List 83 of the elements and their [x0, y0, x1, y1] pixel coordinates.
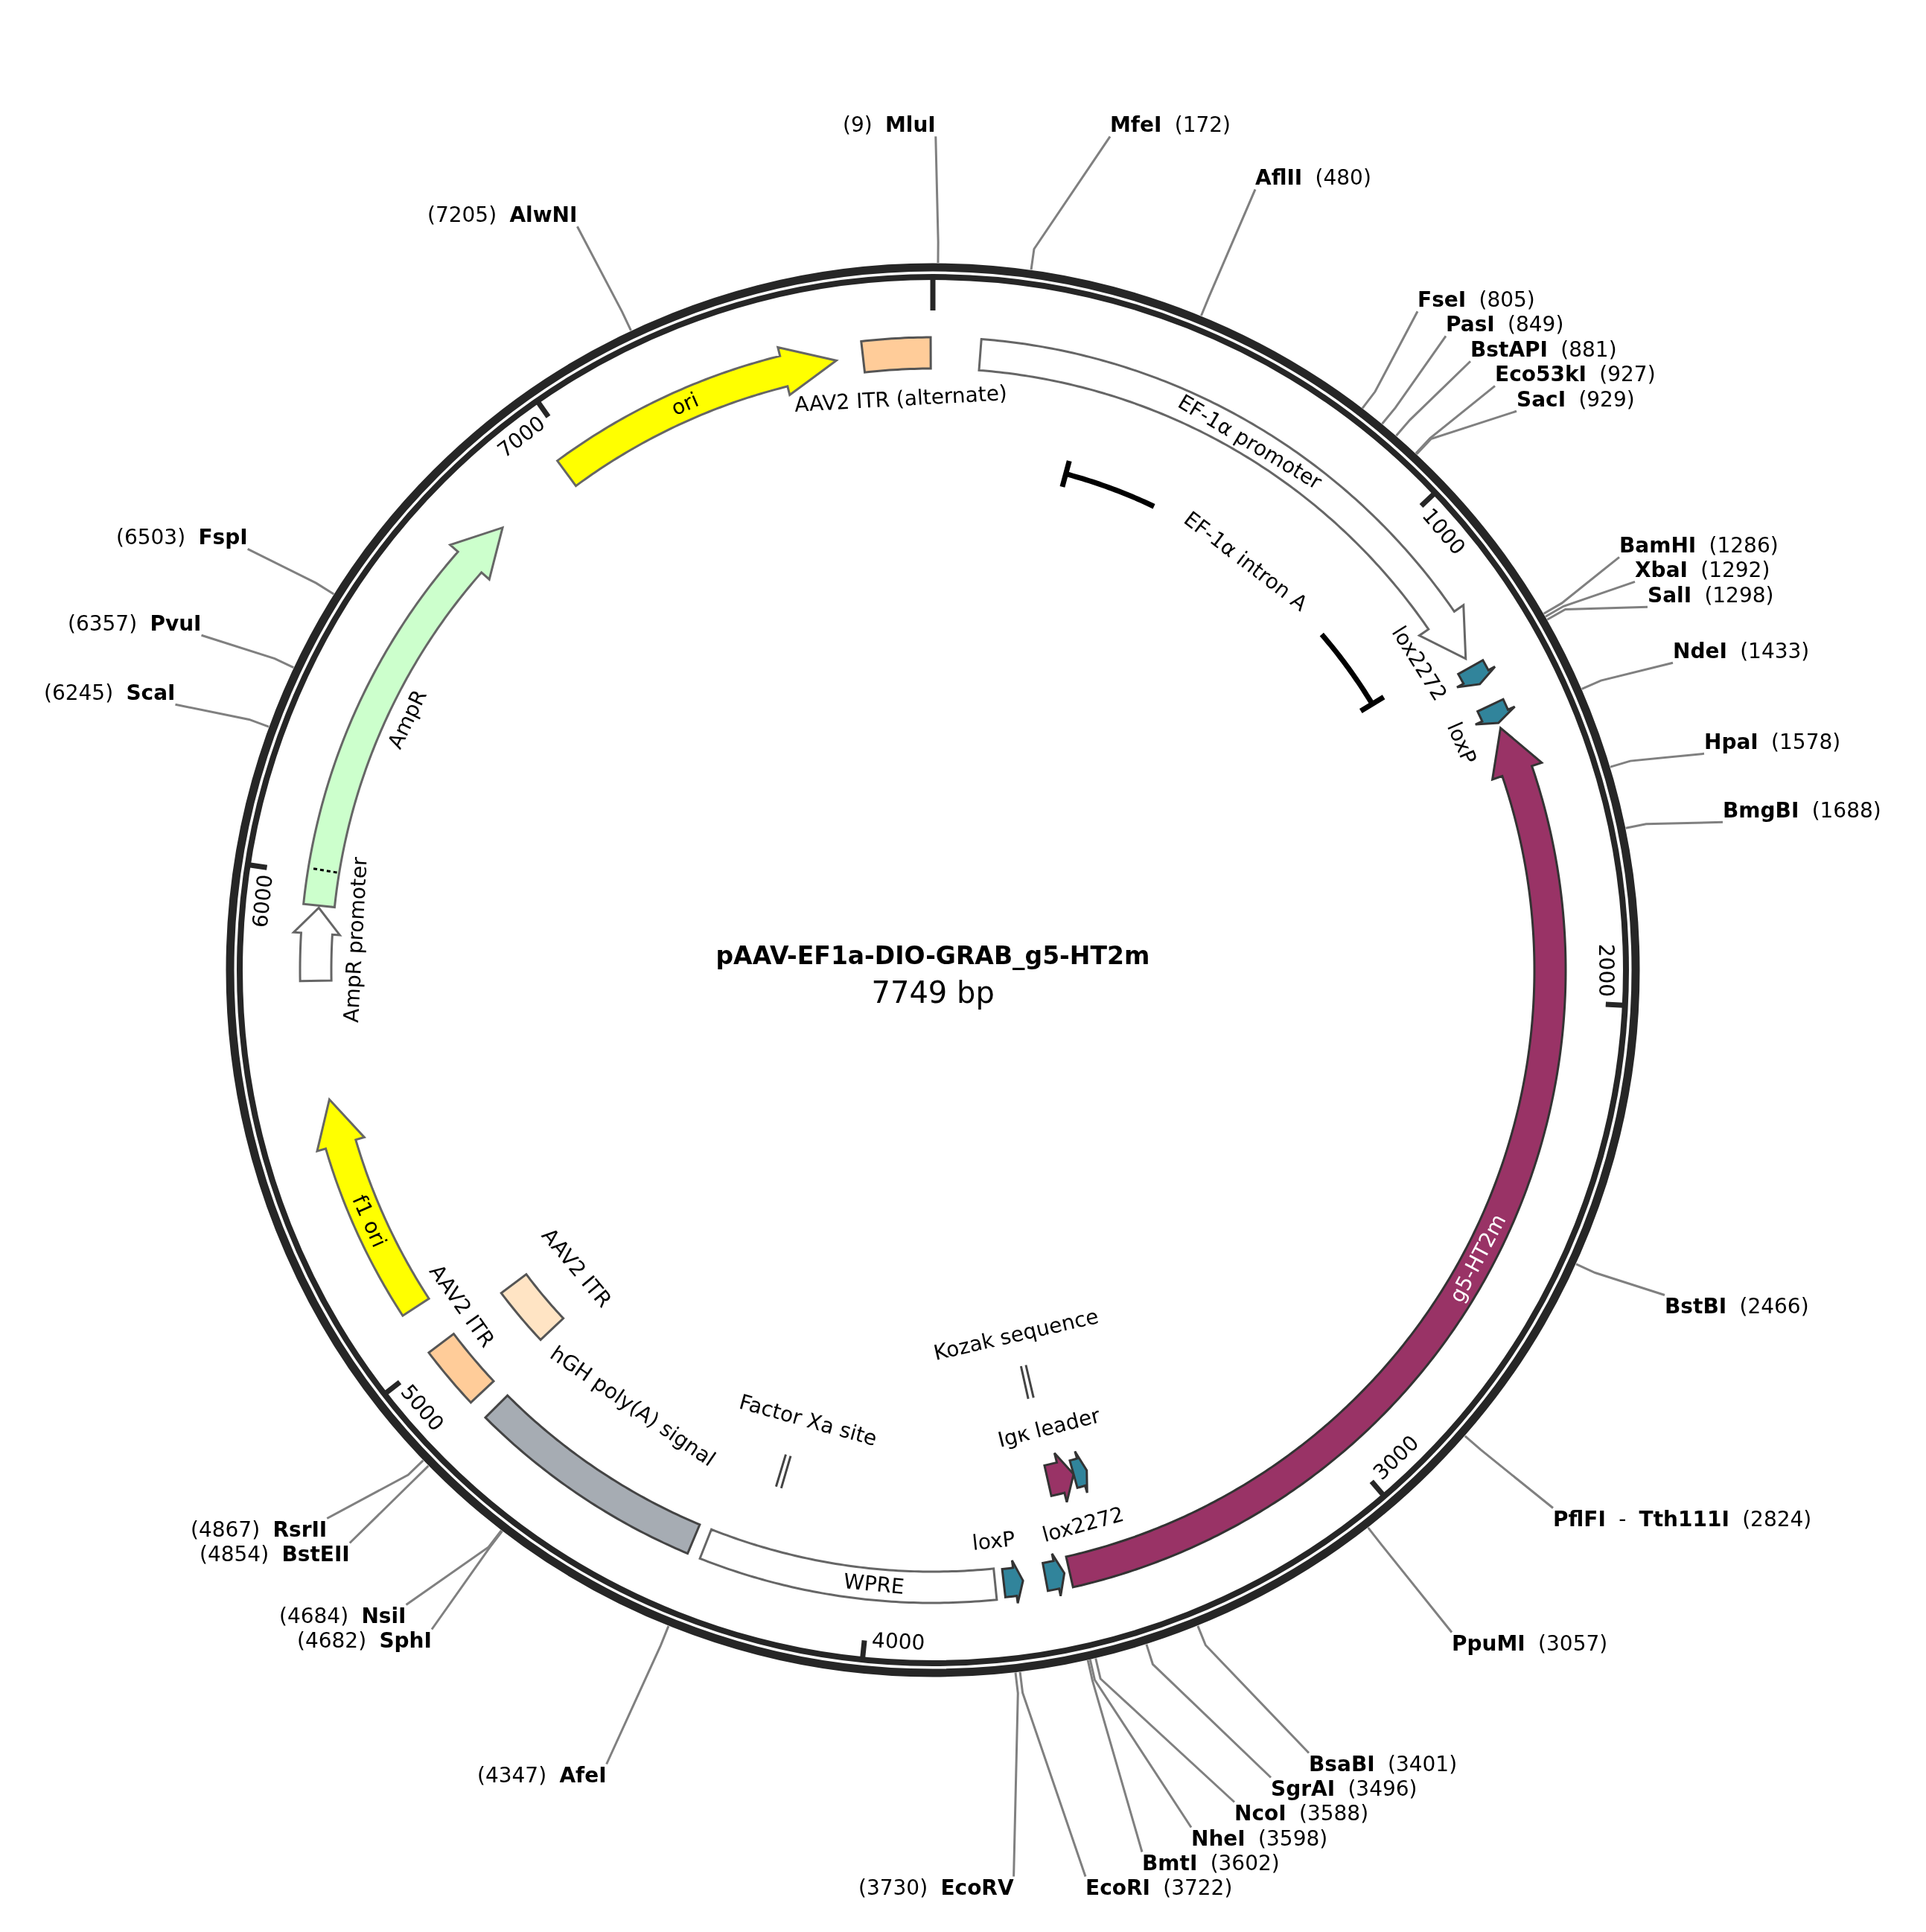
leader-line	[1581, 661, 1674, 690]
leader-line	[576, 226, 632, 331]
restriction-site-label: XbaI (1292)	[1635, 558, 1770, 582]
sequence-length: 7749 bp	[871, 976, 995, 1009]
restriction-site-label: PpuMI (3057)	[1452, 1632, 1608, 1656]
feature-label: Igκ leader	[995, 1404, 1103, 1453]
restriction-site-label: BsaBI (3401)	[1309, 1753, 1458, 1776]
leader-line	[934, 136, 940, 264]
leader-line	[1013, 1672, 1019, 1877]
leader-line	[1381, 335, 1447, 425]
restriction-site-label: Eco53kI (927)	[1495, 363, 1656, 386]
restriction-site-label: SalI (1298)	[1648, 584, 1774, 608]
restriction-site-label: BmtI (3602)	[1142, 1852, 1280, 1875]
restriction-site-label: (4682) SphI	[297, 1629, 432, 1653]
restriction-site-label: PasI (849)	[1446, 313, 1564, 337]
leader-line	[1088, 1659, 1193, 1829]
tick-label: 4000	[871, 1629, 926, 1655]
leader-line	[175, 703, 270, 728]
restriction-site-label: FseI (805)	[1418, 288, 1535, 312]
restriction-site-label: SgrAI (3496)	[1271, 1777, 1418, 1801]
restriction-site-label: EcoRI (3722)	[1085, 1876, 1233, 1900]
leader-line	[605, 1625, 670, 1765]
leader-line	[1086, 1660, 1144, 1852]
feature-label: AAV2 ITR (alternate)	[794, 381, 1008, 417]
restriction-site-label: BmgBI (1688)	[1723, 799, 1881, 823]
feature-label: AmpR promoter	[340, 856, 372, 1024]
leader-line	[1094, 1658, 1235, 1803]
leader-line	[405, 1529, 503, 1606]
leader-line	[1196, 1625, 1310, 1754]
leader-line	[1395, 360, 1472, 437]
leader-line	[1464, 1435, 1554, 1509]
leader-line	[1415, 385, 1496, 455]
restriction-site-label: NcoI (3588)	[1234, 1802, 1369, 1826]
leader-line	[1415, 409, 1517, 456]
restriction-site-label: (6245) ScaI	[44, 681, 176, 705]
leader-line	[1610, 752, 1705, 768]
restriction-site-label: HpaI (1578)	[1704, 730, 1841, 754]
leader-line	[1018, 1671, 1087, 1877]
leader-line	[1575, 1263, 1665, 1296]
feature-label: Kozak sequence	[931, 1304, 1101, 1365]
restriction-site-label: (7205) AlwNI	[427, 203, 578, 227]
restriction-site-label: AflII (480)	[1255, 166, 1371, 190]
directional-feature	[1068, 1450, 1089, 1495]
restriction-site-label: NdeI (1433)	[1673, 640, 1810, 663]
restriction-site-label: (6503) FspI	[116, 526, 248, 549]
leader-line	[1367, 1526, 1453, 1633]
restriction-site-label: (4854) BstEII	[200, 1543, 350, 1566]
restriction-site-label: (3730) EcoRV	[858, 1876, 1014, 1900]
feature-label: f1 ori	[347, 1191, 391, 1251]
map-title: pAAV-EF1a-DIO-GRAB_g5-HT2m	[715, 943, 1150, 970]
restriction-site-label: BstAPI (881)	[1470, 338, 1617, 362]
restriction-site-label: BstBI (2466)	[1665, 1295, 1809, 1319]
leader-line	[247, 547, 335, 596]
leader-line	[1145, 1644, 1272, 1779]
restriction-site-label: (9) MluI	[843, 113, 936, 137]
leader-line	[1546, 605, 1648, 621]
leader-line	[1625, 820, 1723, 829]
leader-line	[1543, 556, 1620, 615]
restriction-site-label: (4867) RsrII	[191, 1518, 328, 1542]
restriction-site-label: PflFI - Tth111I (2824)	[1553, 1508, 1812, 1531]
tick-label: 6000	[249, 873, 278, 929]
leader-line	[1200, 188, 1257, 316]
feature-label: loxP	[1441, 719, 1480, 768]
leader-line	[1545, 580, 1636, 618]
restriction-site-label: NheI (3598)	[1191, 1827, 1328, 1851]
leader-line	[1361, 310, 1419, 409]
leader-line	[201, 634, 294, 669]
tick-label: 2000	[1594, 943, 1618, 998]
restriction-site-label: SacI (929)	[1517, 388, 1635, 412]
leader-line	[326, 1459, 424, 1520]
restriction-site-label: BamHI (1286)	[1619, 534, 1779, 558]
feature-label: WPRE	[842, 1569, 905, 1599]
feature-label: loxP	[971, 1528, 1017, 1555]
leader-line	[430, 1530, 503, 1630]
restriction-site-label: (6357) PvuI	[68, 612, 202, 636]
restriction-site-label: MfeI (172)	[1110, 113, 1231, 137]
feature-label: lox2272	[1040, 1502, 1127, 1547]
leader-line	[1030, 136, 1112, 270]
feature-label: ori	[668, 389, 702, 421]
leader-line	[348, 1464, 430, 1544]
restriction-site-label: (4684) NsiI	[279, 1604, 406, 1628]
feature-label: Factor Xa site	[736, 1390, 880, 1451]
restriction-site-label: (4347) AfeI	[477, 1764, 607, 1788]
